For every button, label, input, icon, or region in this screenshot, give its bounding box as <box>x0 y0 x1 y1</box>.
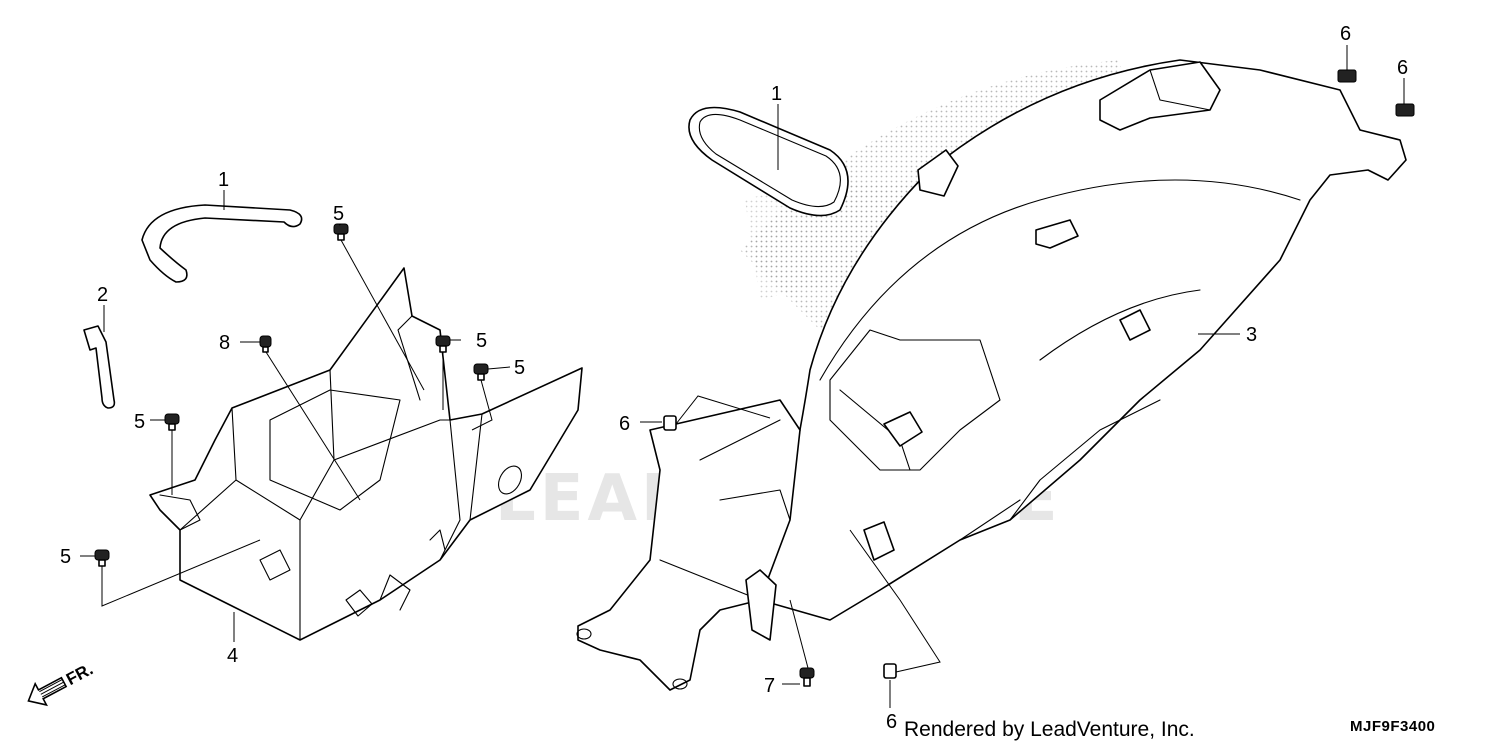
bolt-5c <box>473 363 489 381</box>
rubber-strap-left <box>141 204 303 283</box>
callout-right-6d: 6 <box>886 711 897 733</box>
callout-left-2: 2 <box>97 284 108 306</box>
battery-case-body <box>149 267 583 641</box>
rear-fender-body <box>759 59 1407 621</box>
clip-8 <box>259 335 272 353</box>
battery-tray-assembly <box>80 190 583 642</box>
callout-left-5d: 5 <box>134 411 145 433</box>
clip-6a <box>1337 69 1357 83</box>
callout-right-6b: 6 <box>1397 57 1408 79</box>
clip-6b <box>1395 103 1415 117</box>
splash-guard <box>577 399 801 691</box>
callout-left-5c: 5 <box>514 357 525 379</box>
clip-6d <box>883 663 897 679</box>
bolt-5a <box>333 223 349 241</box>
callout-left-1: 1 <box>218 169 229 191</box>
stay-bracket <box>83 325 116 409</box>
callout-left-8: 8 <box>219 332 230 354</box>
bolt-5d <box>164 413 180 431</box>
callout-right-1: 1 <box>771 83 782 105</box>
rubber-band-right <box>688 106 849 217</box>
credit-text: Rendered by LeadVenture, Inc. <box>904 718 1195 741</box>
clip-6c <box>663 415 677 431</box>
rear-fender-assembly <box>576 45 1415 708</box>
callout-left-5e: 5 <box>60 546 71 568</box>
front-direction-arrow: FR. <box>27 659 96 707</box>
callout-left-5b: 5 <box>476 330 487 352</box>
callout-left-4: 4 <box>227 645 238 667</box>
callout-left-5a: 5 <box>333 203 344 225</box>
bolt-5e <box>94 549 110 567</box>
bolt-7 <box>799 667 815 687</box>
callout-right-6a: 6 <box>1340 23 1351 45</box>
callout-right-3: 3 <box>1246 324 1257 346</box>
fr-label: FR. <box>63 659 96 689</box>
callout-right-7: 7 <box>764 675 775 697</box>
diagram-code: MJF9F3400 <box>1350 718 1436 735</box>
callout-right-6c: 6 <box>619 413 630 435</box>
